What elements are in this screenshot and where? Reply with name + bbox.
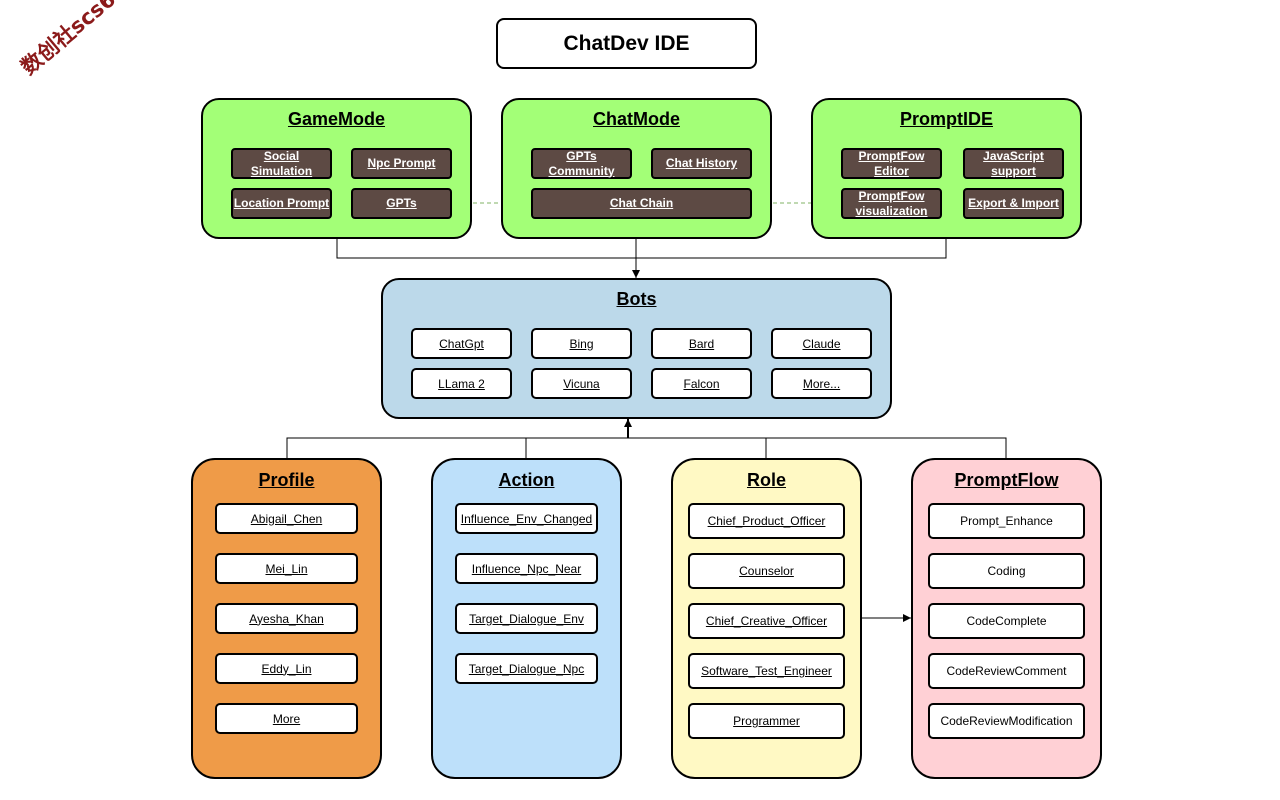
promptfow-visualization-button[interactable]: PromptFow visualization (841, 188, 942, 219)
profile-item-mei-lin[interactable]: Mei_Lin (215, 553, 358, 584)
promptfow-editor-button[interactable]: PromptFow Editor (841, 148, 942, 179)
npc-prompt-button[interactable]: Npc Prompt (351, 148, 452, 179)
social-simulation-button[interactable]: Social Simulation (231, 148, 332, 179)
chatmode-title: ChatMode (593, 109, 680, 129)
role-item-counselor[interactable]: Counselor (688, 553, 845, 589)
role-item-chief-creative-officer[interactable]: Chief_Creative_Officer (688, 603, 845, 639)
action-title: Action (498, 470, 555, 490)
action-item-influence-env-changed[interactable]: Influence_Env_Changed (455, 503, 598, 534)
action-item-target-dialogue-npc[interactable]: Target_Dialogue_Npc (455, 653, 598, 684)
role-item-programmer[interactable]: Programmer (688, 703, 845, 739)
profile-item-eddy-lin[interactable]: Eddy_Lin (215, 653, 358, 684)
bottom-groups-connector (286, 437, 1007, 458)
action-item-influence-npc-near[interactable]: Influence_Npc_Near (455, 553, 598, 584)
bot-claude-button[interactable]: Claude (771, 328, 872, 359)
profile-item-ayesha-khan[interactable]: Ayesha_Khan (215, 603, 358, 634)
promptflow-item-codereviewmodification[interactable]: CodeReviewModification (928, 703, 1085, 739)
bots-title: Bots (616, 289, 657, 309)
diagram-title: ChatDev IDE (496, 18, 757, 69)
export-import-button[interactable]: Export & Import (963, 188, 1064, 219)
bot-chatgpt-button[interactable]: ChatGpt (411, 328, 512, 359)
role-title: Role (746, 470, 786, 490)
bot-more-button[interactable]: More... (771, 368, 872, 399)
chat-history-button[interactable]: Chat History (651, 148, 752, 179)
promptflow-title: PromptFlow (954, 470, 1059, 490)
gamemode-title: GameMode (287, 109, 386, 129)
gpts-community-button[interactable]: GPTs Community (531, 148, 632, 179)
promptide-title: PromptIDE (899, 109, 993, 129)
gamemode-to-bots-connector (336, 238, 947, 259)
promptflow-item-coding[interactable]: Coding (928, 553, 1085, 589)
bot-bing-button[interactable]: Bing (531, 328, 632, 359)
profile-item-more[interactable]: More (215, 703, 358, 734)
profile-item-abigail-chen[interactable]: Abigail_Chen (215, 503, 358, 534)
role-item-chief-product-officer[interactable]: Chief_Product_Officer (688, 503, 845, 539)
bot-bard-button[interactable]: Bard (651, 328, 752, 359)
location-prompt-button[interactable]: Location Prompt (231, 188, 332, 219)
action-item-target-dialogue-env[interactable]: Target_Dialogue_Env (455, 603, 598, 634)
javascript-support-button[interactable]: JavaScript support (963, 148, 1064, 179)
gpts-button[interactable]: GPTs (351, 188, 452, 219)
bot-llama2-button[interactable]: LLama 2 (411, 368, 512, 399)
promptflow-item-codecomplete[interactable]: CodeComplete (928, 603, 1085, 639)
profile-title: Profile (258, 470, 315, 490)
bot-vicuna-button[interactable]: Vicuna (531, 368, 632, 399)
chat-chain-button[interactable]: Chat Chain (531, 188, 752, 219)
bot-falcon-button[interactable]: Falcon (651, 368, 752, 399)
promptflow-item-codereviewcomment[interactable]: CodeReviewComment (928, 653, 1085, 689)
role-item-software-test-engineer[interactable]: Software_Test_Engineer (688, 653, 845, 689)
promptflow-item-prompt-enhance[interactable]: Prompt_Enhance (928, 503, 1085, 539)
